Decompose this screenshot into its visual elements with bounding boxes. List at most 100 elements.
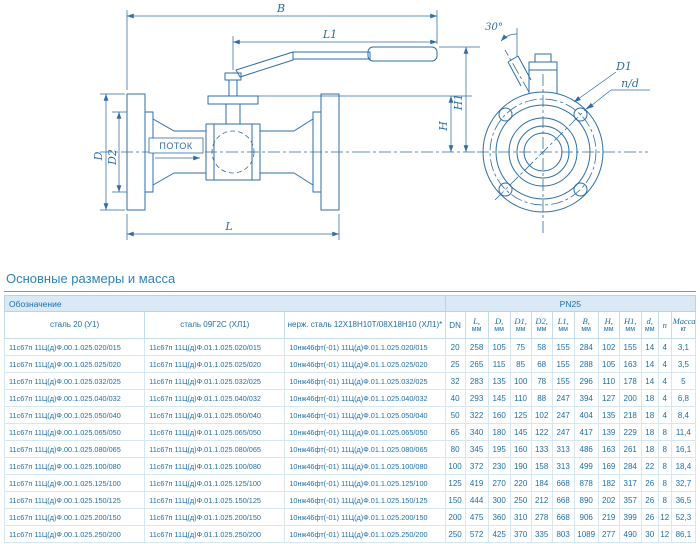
col-sym: B, bbox=[582, 315, 590, 326]
designation-stainless: 10нж46фт(-01) 11Ц(д)Ф.01.1.025.025/020 bbox=[284, 355, 446, 373]
d-hole-mm: 14 bbox=[640, 355, 659, 373]
bolt-hole bbox=[498, 182, 513, 197]
l-mm: 283 bbox=[464, 372, 489, 390]
bolt-hole bbox=[573, 182, 588, 197]
n-holes: 8 bbox=[657, 423, 672, 441]
designation-steel-09g2s: 11с67п 11Ц(д)Ф.01.1.025.050/040 bbox=[144, 406, 286, 424]
col-header-mass: Масса,кг bbox=[670, 311, 697, 339]
h1-mm: 317 bbox=[618, 474, 642, 492]
d-hole-mm: 26 bbox=[640, 491, 659, 509]
d-hole-mm: 30 bbox=[640, 525, 659, 543]
mass-kg: 6,8 bbox=[670, 389, 697, 407]
designation-steel-09g2s: 11с67п 11Ц(д)Ф.01.1.025.040/032 bbox=[144, 389, 286, 407]
designation-steel-09g2s: 11с67п 11Ц(д)Ф.01.1.025.125/100 bbox=[144, 474, 286, 492]
h1-mm: 178 bbox=[618, 372, 642, 390]
b-mm: 284 bbox=[573, 338, 599, 356]
b-mm: 394 bbox=[573, 389, 599, 407]
designation-stainless: 10нж46фт(-01) 11Ц(д)Ф.01.1.025.020/015 bbox=[284, 338, 446, 356]
designation-steel-09g2s: 11с67п 11Ц(д)Ф.01.1.025.100/080 bbox=[144, 457, 286, 475]
d2-mm: 133 bbox=[530, 440, 553, 458]
size-table-section: Основные размеры и масса Обозначение PN2… bbox=[0, 266, 700, 543]
designation-steel20: 11с67п 11Ц(д)Ф.00.1.025.100/080 bbox=[3, 457, 146, 475]
dim-label-l: L bbox=[224, 220, 232, 233]
l1-mm: 247 bbox=[551, 389, 575, 407]
n-holes: 4 bbox=[657, 355, 672, 373]
designation-steel20: 11с67п 11Ц(д)Ф.00.1.025.080/065 bbox=[3, 440, 146, 458]
l1-mm: 155 bbox=[551, 355, 575, 373]
mass-kg: 3,1 bbox=[670, 338, 697, 356]
designation-stainless: 10нж46фт(-01) 11Ц(д)Ф.01.1.025.125/100 bbox=[284, 474, 446, 492]
d1-mm: 160 bbox=[509, 440, 532, 458]
dn: 200 bbox=[444, 508, 466, 526]
n-holes: 8 bbox=[657, 440, 672, 458]
b-mm: 1089 bbox=[573, 525, 599, 543]
bolt-hole bbox=[498, 107, 513, 122]
d2-mm: 335 bbox=[530, 525, 553, 543]
dn: 150 bbox=[444, 491, 466, 509]
d1-mm: 250 bbox=[509, 491, 532, 509]
d1-mm: 310 bbox=[509, 508, 532, 526]
l-mm: 340 bbox=[464, 423, 489, 441]
dim-label-d2: D2 bbox=[106, 149, 119, 166]
l-mm: 372 bbox=[464, 457, 489, 475]
col-unit: мм bbox=[494, 325, 504, 333]
mass-kg: 5 bbox=[670, 372, 697, 390]
l1-mm: 668 bbox=[551, 491, 575, 509]
dim-label-nd: n/d bbox=[621, 77, 639, 90]
designation-steel-09g2s: 11с67п 11Ц(д)Ф.01.1.025.020/015 bbox=[144, 338, 286, 356]
d-mm: 105 bbox=[487, 338, 511, 356]
designation-stainless: 10нж46фт(-01) 11Ц(д)Ф.01.1.025.032/025 bbox=[284, 372, 446, 390]
dn: 65 bbox=[444, 423, 466, 441]
material-header-09g2s: сталь 09Г2С (ХЛ1) bbox=[144, 311, 286, 339]
valve-drawing: B L1 L D D2 H H1 30° D1 n/d ПОТОК bbox=[92, 2, 650, 240]
b-mm: 288 bbox=[573, 355, 599, 373]
d2-mm: 102 bbox=[530, 406, 553, 424]
n-holes: 4 bbox=[657, 406, 672, 424]
dn: 25 bbox=[444, 355, 466, 373]
bolt-hole bbox=[573, 107, 588, 122]
h1-mm: 155 bbox=[618, 338, 642, 356]
d-mm: 180 bbox=[487, 423, 511, 441]
dim-label-d1: D1 bbox=[615, 60, 632, 73]
h1-mm: 200 bbox=[618, 389, 642, 407]
designation-stainless: 10нж46фт(-01) 11Ц(д)Ф.01.1.025.200/150 bbox=[284, 508, 446, 526]
n-holes: 12 bbox=[657, 508, 672, 526]
col-sym: d, bbox=[646, 315, 653, 326]
h-mm: 102 bbox=[597, 338, 620, 356]
d-hole-mm: 14 bbox=[640, 338, 659, 356]
l-mm: 322 bbox=[464, 406, 489, 424]
d-hole-mm: 18 bbox=[640, 389, 659, 407]
designation-steel-09g2s: 11с67п 11Ц(д)Ф.01.1.025.200/150 bbox=[144, 508, 286, 526]
d2-mm: 158 bbox=[530, 457, 553, 475]
pn-header: PN25 bbox=[444, 295, 697, 312]
d2-mm: 78 bbox=[530, 372, 553, 390]
d-hole-mm: 18 bbox=[640, 423, 659, 441]
dim-label-h1: H1 bbox=[452, 94, 465, 112]
mass-kg: 32,7 bbox=[670, 474, 697, 492]
d2-mm: 88 bbox=[530, 389, 553, 407]
d-hole-mm: 26 bbox=[640, 474, 659, 492]
designation-stainless: 10нж46фт(-01) 11Ц(д)Ф.01.1.025.150/125 bbox=[284, 491, 446, 509]
d2-mm: 58 bbox=[530, 338, 553, 356]
h-mm: 182 bbox=[597, 474, 620, 492]
designation-steel20: 11с67п 11Ц(д)Ф.00.1.025.050/040 bbox=[3, 406, 146, 424]
col-unit: мм bbox=[581, 325, 591, 333]
d1-mm: 85 bbox=[509, 355, 532, 373]
dn: 125 bbox=[444, 474, 466, 492]
h-mm: 202 bbox=[597, 491, 620, 509]
dim-label-angle: 30° bbox=[485, 22, 503, 33]
designation-stainless: 10нж46фт(-01) 11Ц(д)Ф.01.1.025.040/032 bbox=[284, 389, 446, 407]
designation-steel-09g2s: 11с67п 11Ц(д)Ф.01.1.025.150/125 bbox=[144, 491, 286, 509]
designation-steel20: 11с67п 11Ц(д)Ф.00.1.025.065/050 bbox=[3, 423, 146, 441]
mass-kg: 18,4 bbox=[670, 457, 697, 475]
h-mm: 277 bbox=[597, 525, 620, 543]
col-header-d2: D2,мм bbox=[530, 311, 553, 339]
d2-mm: 184 bbox=[530, 474, 553, 492]
l-mm: 258 bbox=[464, 338, 489, 356]
